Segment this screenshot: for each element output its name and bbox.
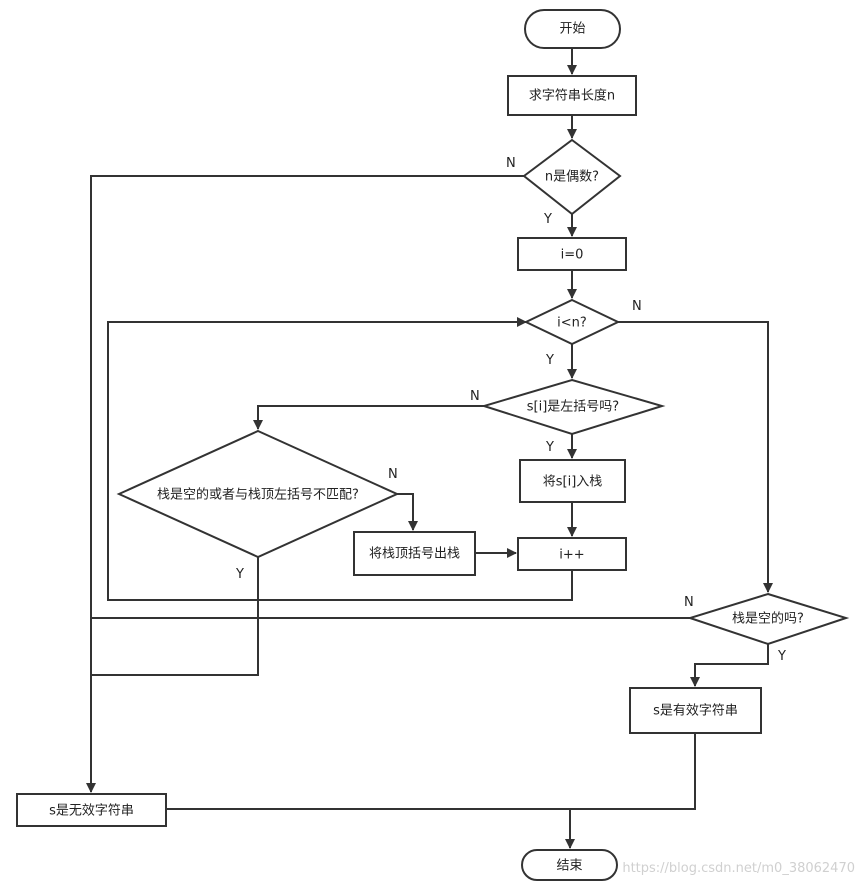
edge-mismatch-yes-to-invalid — [91, 557, 259, 676]
push-box — [519, 459, 626, 503]
mismatch-no-label: N — [388, 467, 398, 482]
edge-invalid-to-end — [166, 808, 575, 849]
increment-label: i++ — [559, 548, 584, 563]
is-even-decision — [522, 138, 622, 216]
increment-box — [517, 537, 627, 571]
loop-no-label: N — [632, 299, 642, 314]
valid-label: s是有效字符串 — [653, 703, 738, 719]
init-i-box — [517, 237, 627, 271]
edge-mismatch-no-to-pop — [397, 493, 418, 531]
mismatch-decision — [116, 429, 400, 559]
stack-empty-label: 栈是空的吗? — [732, 611, 804, 627]
watermark: https://blog.csdn.net/m0_38062470 — [622, 861, 855, 876]
edge-increment-back-to-loop — [107, 317, 573, 601]
node-labels: 开始 求字符串长度n n是偶数? i=0 i<n? s[i]是左括号吗? 将s[… — [49, 22, 804, 874]
start-terminal — [524, 9, 621, 49]
invalid-label: s是无效字符串 — [49, 803, 134, 819]
is-left-label: s[i]是左括号吗? — [527, 400, 619, 415]
end-terminal — [521, 849, 618, 881]
loop-check-decision — [523, 298, 621, 346]
connectors — [86, 48, 773, 849]
pop-box — [353, 531, 476, 576]
loop-yes-label: Y — [545, 353, 554, 368]
valid-box — [629, 687, 762, 734]
edge-even-no-to-invalid — [86, 175, 524, 793]
edge-labels: N Y N Y N Y N Y N Y — [235, 156, 786, 664]
edge-left-no-to-mismatch — [253, 405, 484, 430]
calc-length-box — [507, 75, 637, 116]
is-left-no-label: N — [470, 389, 480, 404]
shapes — [16, 9, 850, 881]
stack-empty-no-label: N — [684, 595, 694, 610]
stack-empty-decision — [686, 592, 850, 646]
edge-valid-to-end — [570, 733, 696, 810]
stack-empty-yes-label: Y — [777, 649, 786, 664]
end-label: 结束 — [556, 859, 582, 874]
mismatch-yes-label: Y — [235, 567, 244, 582]
edge-stack-empty-yes-to-valid — [690, 644, 769, 687]
calc-length-label: 求字符串长度n — [529, 88, 615, 104]
edge-loop-no-to-stack-empty — [618, 321, 773, 593]
pop-label: 将栈顶括号出栈 — [369, 547, 460, 562]
mismatch-label: 栈是空的或者与栈顶左括号不匹配? — [157, 487, 359, 503]
push-label: 将s[i]入栈 — [543, 475, 603, 490]
is-even-yes-label: Y — [543, 212, 552, 227]
start-label: 开始 — [559, 22, 585, 37]
loop-check-label: i<n? — [557, 316, 587, 331]
is-even-label: n是偶数? — [545, 170, 599, 185]
invalid-box — [16, 793, 167, 827]
init-i-label: i=0 — [561, 248, 584, 263]
is-left-decision — [480, 378, 666, 436]
is-left-yes-label: Y — [545, 440, 554, 455]
is-even-no-label: N — [506, 156, 516, 171]
